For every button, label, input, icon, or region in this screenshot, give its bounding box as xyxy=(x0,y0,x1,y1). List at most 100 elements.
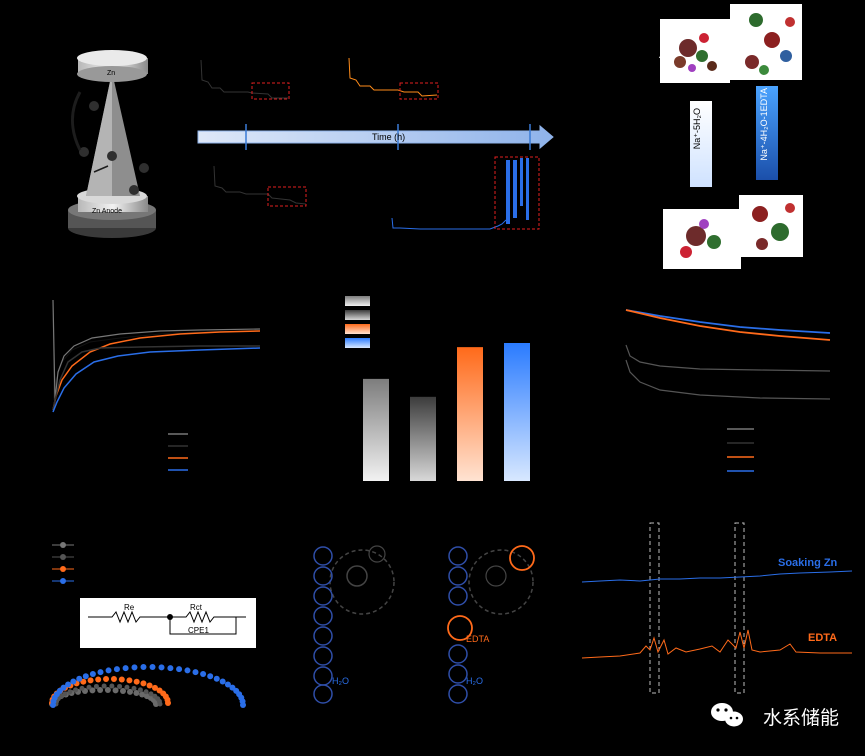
nyquist-blue-point xyxy=(207,673,214,680)
nyquist-blue-point xyxy=(97,669,104,676)
nyquist-dark-point xyxy=(73,687,79,693)
voltage-trace-orange xyxy=(348,57,439,100)
nyquist-grey-point xyxy=(89,687,96,694)
water-molecule xyxy=(313,626,333,646)
water-molecule xyxy=(313,646,333,666)
nyquist-orange-point xyxy=(133,678,140,685)
molecule-box-1 xyxy=(660,19,730,83)
molecule-box-4 xyxy=(739,195,803,257)
cell-top-label: Zn xyxy=(107,70,116,77)
nyquist-dark-point xyxy=(109,683,115,689)
legend-e xyxy=(727,428,754,472)
nyquist-blue-point xyxy=(140,664,147,671)
nyquist-grey-point xyxy=(112,687,119,694)
nyquist-blue-point xyxy=(76,675,83,682)
nyquist-blue-point xyxy=(219,678,226,685)
nyquist-blue-point xyxy=(82,673,89,680)
decay-plot xyxy=(625,309,831,400)
water-molecule xyxy=(448,566,468,586)
nyquist-grey-point xyxy=(139,691,146,698)
nyquist-grey-point xyxy=(133,690,140,697)
edta-label-schematic: EDTA xyxy=(466,634,490,644)
equivalent-circuit xyxy=(80,598,256,648)
nyquist-orange-point xyxy=(146,682,153,689)
nyquist-blue-point xyxy=(176,666,183,673)
species-label-2: Na⁺-4H₂O-1EDTA xyxy=(759,88,769,161)
nyquist-dark-point xyxy=(58,693,64,699)
nyquist-dark-point xyxy=(62,691,68,697)
nyquist-blue-point xyxy=(105,667,112,674)
nyquist-blue-point xyxy=(224,681,231,688)
water-label-right: H₂O xyxy=(466,676,483,686)
legend-d xyxy=(345,296,370,348)
water-molecule xyxy=(313,606,333,626)
timeline-label: Time (h) xyxy=(372,132,406,142)
nyquist-orange-point xyxy=(151,684,158,691)
schematic-left xyxy=(329,545,395,615)
water-molecule xyxy=(313,566,333,586)
nyquist-grey-point xyxy=(104,687,111,694)
nyquist-grey-point xyxy=(119,687,126,694)
nyquist-dark-point xyxy=(86,684,92,690)
nyquist-orange-point xyxy=(126,677,133,684)
chronoamperometry-plot xyxy=(52,299,261,413)
molecule-box-3 xyxy=(663,209,741,269)
series-label-soaking: Soaking Zn xyxy=(778,557,838,569)
voltage-trace-blue xyxy=(391,156,540,230)
nyquist-orange-point xyxy=(87,677,94,684)
nyquist-dark-point xyxy=(67,689,73,695)
nyquist-blue-point xyxy=(70,678,77,685)
nyquist-orange-point xyxy=(140,680,147,687)
spectra-plot xyxy=(581,522,853,694)
circuit-rct-label: Rct xyxy=(190,603,202,612)
nyquist-dark-point xyxy=(101,683,107,689)
nyquist-orange-point xyxy=(103,676,110,683)
series-label-edta: EDTA xyxy=(808,632,838,644)
nyquist-grey-point xyxy=(127,688,133,695)
nyquist-plot xyxy=(49,664,246,708)
molecule-box-2 xyxy=(730,4,802,80)
nyquist-dark-point xyxy=(143,689,149,695)
nyquist-blue-point xyxy=(60,684,67,691)
water-molecule xyxy=(313,586,333,606)
water-label-left: H₂O xyxy=(332,676,349,686)
nyquist-orange-point xyxy=(165,700,171,706)
bar-chart-d xyxy=(363,343,530,481)
nyquist-blue-point xyxy=(167,665,174,672)
water-molecule xyxy=(313,666,333,686)
bar-s3 xyxy=(457,347,483,481)
time-arrow xyxy=(197,124,554,150)
nyquist-dark-point xyxy=(124,684,130,690)
nyquist-blue-point xyxy=(131,664,138,671)
nyquist-orange-point xyxy=(118,676,125,683)
nyquist-blue-point xyxy=(89,671,96,678)
water-molecule xyxy=(448,644,468,664)
energy-axis xyxy=(659,52,665,78)
cell-bottom-label: Zn Anode xyxy=(92,208,122,215)
nyquist-dark-point xyxy=(137,687,143,693)
nyquist-dark-point xyxy=(79,685,85,691)
voltage-trace-grey-2 xyxy=(213,165,307,207)
circuit-re-label: Re xyxy=(124,603,135,612)
circuit-cpe-label: CPE1 xyxy=(188,626,209,635)
water-molecule xyxy=(313,684,333,704)
water-molecule xyxy=(448,586,468,606)
nyquist-orange-point xyxy=(95,676,102,683)
legend-c xyxy=(168,433,188,471)
watermark-text: 水系储能 xyxy=(762,707,839,729)
bar-s2 xyxy=(410,396,436,481)
legend-f xyxy=(52,542,74,584)
nyquist-blue-point xyxy=(240,702,246,708)
wechat-icon xyxy=(711,703,743,727)
nyquist-blue-point xyxy=(213,675,220,682)
water-molecule xyxy=(448,664,468,684)
species-bars xyxy=(690,86,778,187)
nyquist-blue-point xyxy=(113,666,120,673)
nyquist-blue-point xyxy=(200,671,207,678)
water-stack-left xyxy=(313,546,333,704)
voltage-trace-grey-1 xyxy=(200,59,290,100)
nyquist-dark-point xyxy=(93,683,99,689)
schematic-right xyxy=(447,545,535,641)
water-molecule xyxy=(313,546,333,566)
